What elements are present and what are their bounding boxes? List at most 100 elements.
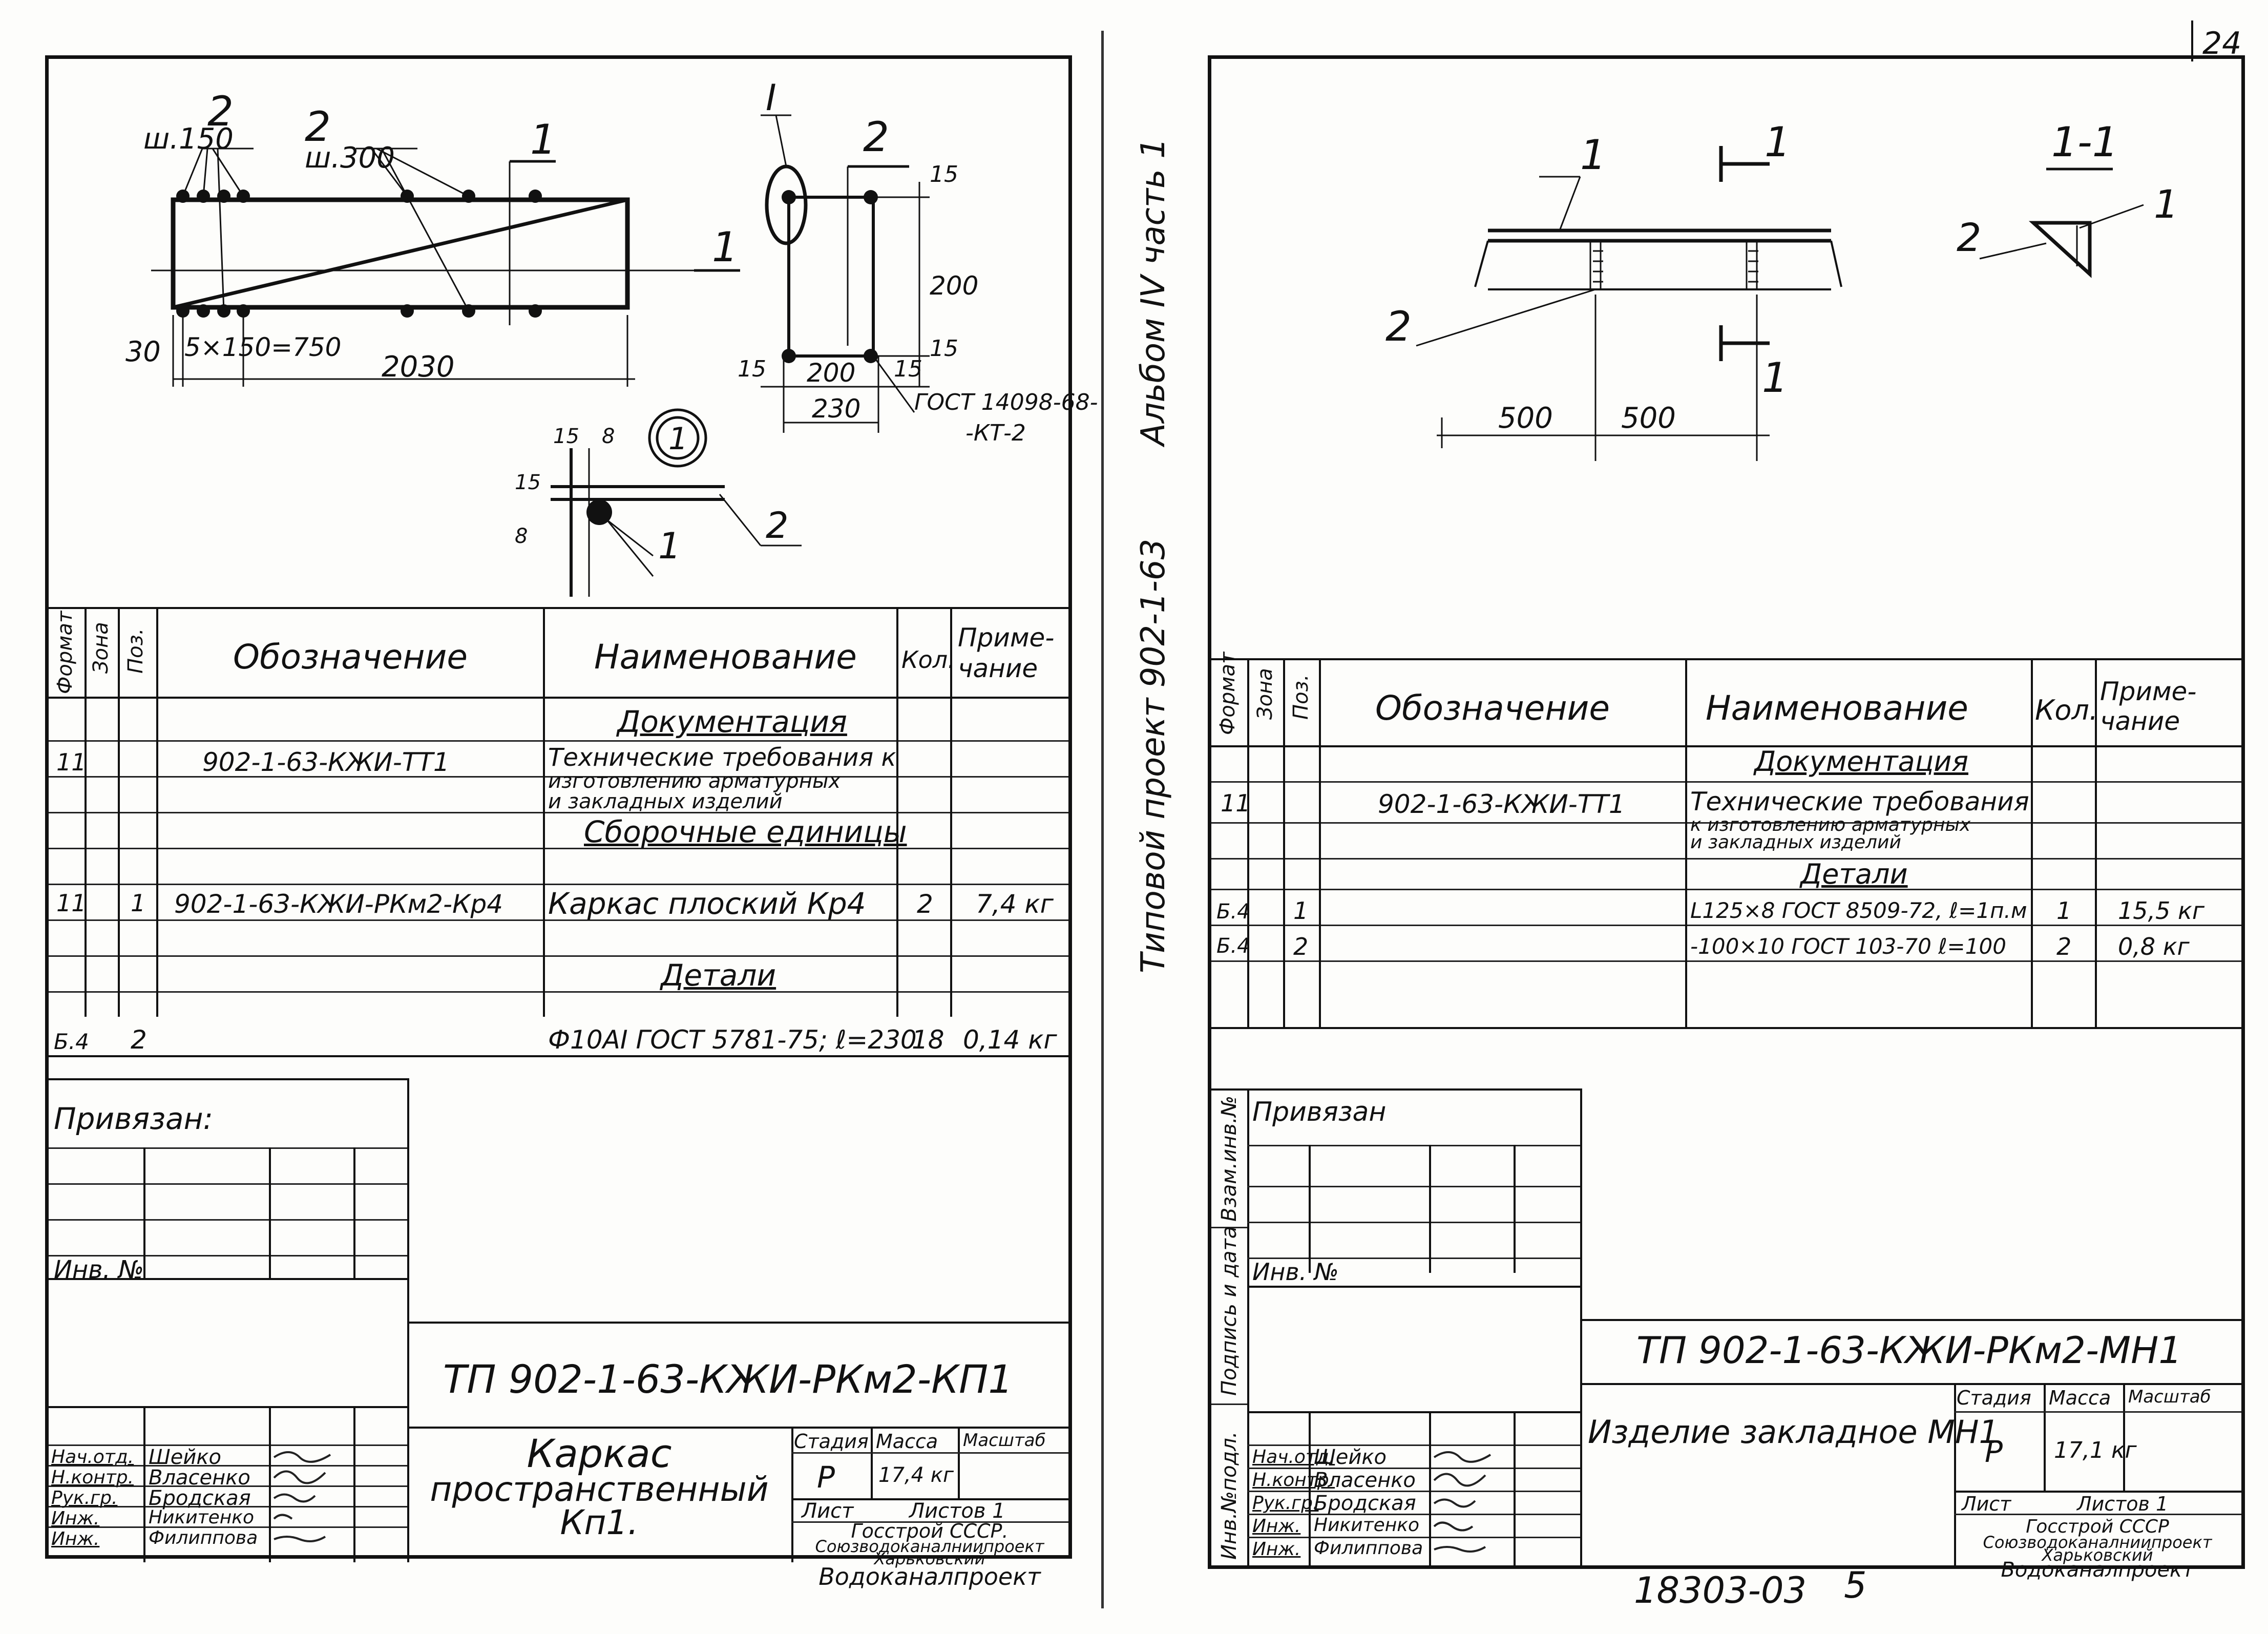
r-row1-name-2: к изготовлению арматурных xyxy=(1690,814,1971,835)
node-I-label: I xyxy=(766,77,776,119)
dim-15-left: 15 xyxy=(738,356,766,382)
mass-header: Масса xyxy=(876,1430,938,1453)
gost-14098-note-1: ГОСТ 14098-68- xyxy=(914,389,1098,415)
org-line-2: Союзводоканалниипроект xyxy=(815,1537,1044,1556)
detail-dim-15-v: 15 xyxy=(515,471,541,494)
detail-dim-8-v: 8 xyxy=(515,525,528,548)
r-mass-header: Масса xyxy=(2049,1387,2111,1409)
col-qty: Кол. xyxy=(901,646,955,674)
dim-15-bottom: 15 xyxy=(930,336,958,362)
scale-header: Масштаб xyxy=(963,1430,1046,1451)
dim-230: 230 xyxy=(812,394,860,424)
r-col-note-2: чание xyxy=(2100,706,2180,736)
row2-name: Каркас плоский Кр4 xyxy=(548,886,866,921)
r-row3-note: 0,8 кг xyxy=(2118,933,2190,960)
mass-value: 17,4 кг xyxy=(878,1463,954,1487)
r-row1-format: 11 xyxy=(1221,789,1251,817)
detail-1-label: 1 xyxy=(668,421,688,457)
gost-14098-note-2: -КТ-2 xyxy=(965,420,1026,446)
signatures-right xyxy=(1433,1451,1492,1553)
r-role-1: Нач.отд. xyxy=(1252,1447,1335,1468)
r-org-line-2: Союзводоканалниипроект xyxy=(1983,1533,2212,1552)
r-role-4: Инж. xyxy=(1252,1516,1301,1537)
left-drawing: 2 ш.150 2 ш.300 1 1 30 5×150=750 2030 I … xyxy=(125,77,1098,597)
r-role-3: Рук.гр. xyxy=(1252,1493,1319,1514)
dim-500-b: 500 xyxy=(1621,402,1676,435)
r-row3-pos: 2 xyxy=(1293,933,1309,960)
pos-2-label-b: 2 xyxy=(305,103,331,151)
role-1: Нач.отд. xyxy=(51,1447,134,1468)
r-org-line-1: Госстрой СССР xyxy=(2026,1516,2169,1537)
stage-value: Р xyxy=(817,1460,835,1495)
col-note-2: чание xyxy=(958,654,1038,683)
bottom-number: 5 xyxy=(1844,1564,1867,1606)
detail-dim-15: 15 xyxy=(553,425,579,448)
r-name-4: Никитенко xyxy=(1314,1515,1420,1536)
title-line-1: Каркас xyxy=(527,1431,672,1476)
col-pos: Поз. xyxy=(124,628,148,674)
dim-15-right: 15 xyxy=(894,356,922,382)
dim-200-h: 200 xyxy=(807,358,855,388)
cut-1-bottom: 1 xyxy=(1762,354,1788,402)
row3-note: 0,14 кг xyxy=(963,1025,1057,1055)
right-pos-1: 1 xyxy=(1580,131,1606,179)
col-name: Наименование xyxy=(594,637,857,677)
sec-pos-1: 1 xyxy=(2154,181,2178,227)
spec-top-line xyxy=(49,607,1068,609)
r-section-docs: Документация xyxy=(1754,745,1968,778)
r-inv-no: Инв. № xyxy=(1252,1258,1339,1286)
r-mass-value: 17,1 кг xyxy=(2054,1437,2137,1463)
r-row3-qty: 2 xyxy=(2056,933,2072,960)
cut-1-top: 1 xyxy=(1765,118,1791,166)
r-row3-name: -100×10 ГОСТ 103-70 ℓ=100 xyxy=(1690,934,2006,959)
r-col-format: Формат xyxy=(1216,652,1240,735)
sheet-fold-line xyxy=(1101,31,1104,1608)
col-designation: Обозначение xyxy=(233,637,468,677)
r-role-5: Инж. xyxy=(1252,1539,1301,1560)
row1-name-2: изготовлению арматурных xyxy=(548,769,841,793)
role-3: Рук.гр. xyxy=(51,1488,118,1509)
r-name-1: Шейко xyxy=(1314,1446,1387,1469)
r-sheets-label: Листов 1 xyxy=(2077,1493,2169,1515)
name-3: Бродская xyxy=(149,1486,251,1510)
row1-name-3: и закладных изделий xyxy=(548,790,783,813)
title-line-2: пространственный xyxy=(430,1470,769,1509)
side-inv-orig: Инв.№подл. xyxy=(1217,1431,1241,1560)
left-sheet: 2 ш.150 2 ш.300 1 1 30 5×150=750 2030 I … xyxy=(45,55,1098,1588)
side-sign-date: Подпись и дата xyxy=(1217,1226,1241,1396)
bottom-code: 18303-03 xyxy=(1634,1569,1807,1611)
album-label: Альбом IV часть 1 xyxy=(1135,138,1172,446)
dim-30: 30 xyxy=(125,336,161,368)
r-scale-header: Масштаб xyxy=(2128,1387,2211,1407)
project-label: Типовой проект 902-1-63 xyxy=(1135,538,1172,973)
r-name-3: Бродская xyxy=(1314,1492,1416,1515)
r-row2-qty: 1 xyxy=(2056,897,2072,925)
spec-bottom-line xyxy=(49,1055,1068,1057)
r-col-designation: Обозначение xyxy=(1375,688,1610,728)
side-replace-inv: Взам.инв.№ xyxy=(1217,1095,1241,1222)
r-col-pos: Поз. xyxy=(1289,674,1313,720)
detail-pos-2: 2 xyxy=(766,505,789,547)
r-col-zone: Зона xyxy=(1253,668,1277,720)
col-format: Формат xyxy=(53,611,77,694)
section-assemblies: Сборочные единицы xyxy=(584,814,907,849)
dim-15-top: 15 xyxy=(930,161,958,187)
section-docs: Документация xyxy=(617,704,847,739)
row1-name-1: Технические требования к xyxy=(548,743,896,772)
row2-designation: 902-1-63-КЖИ-РКм2-Кр4 xyxy=(174,889,503,919)
name-5: Филиппова xyxy=(149,1527,258,1548)
r-bound-label: Привязан xyxy=(1252,1097,1387,1127)
right-drawing: 1 2 1 1 500 500 1-1 2 1 xyxy=(1385,118,2178,461)
r-col-qty: Кол. xyxy=(2035,694,2098,726)
r-section-parts: Детали xyxy=(1800,858,1908,890)
r-org-line-3: Харьковский xyxy=(2042,1545,2153,1565)
spec-header-line xyxy=(49,697,1068,699)
right-sheet: 1 2 1 1 500 500 1-1 2 1 Формат Зона Поз xyxy=(1208,55,2245,1580)
row2-format: 11 xyxy=(56,889,87,917)
step-300-label: ш.300 xyxy=(305,141,395,175)
r-title: Изделие закладное МН1 xyxy=(1588,1413,1999,1451)
org-line-4: Водоканалпроект xyxy=(818,1563,1041,1590)
r-row1-name-3: и закладных изделий xyxy=(1690,832,1901,853)
org-line-3: Харьковский xyxy=(874,1549,985,1568)
r-name-2: Власенко xyxy=(1314,1469,1416,1492)
